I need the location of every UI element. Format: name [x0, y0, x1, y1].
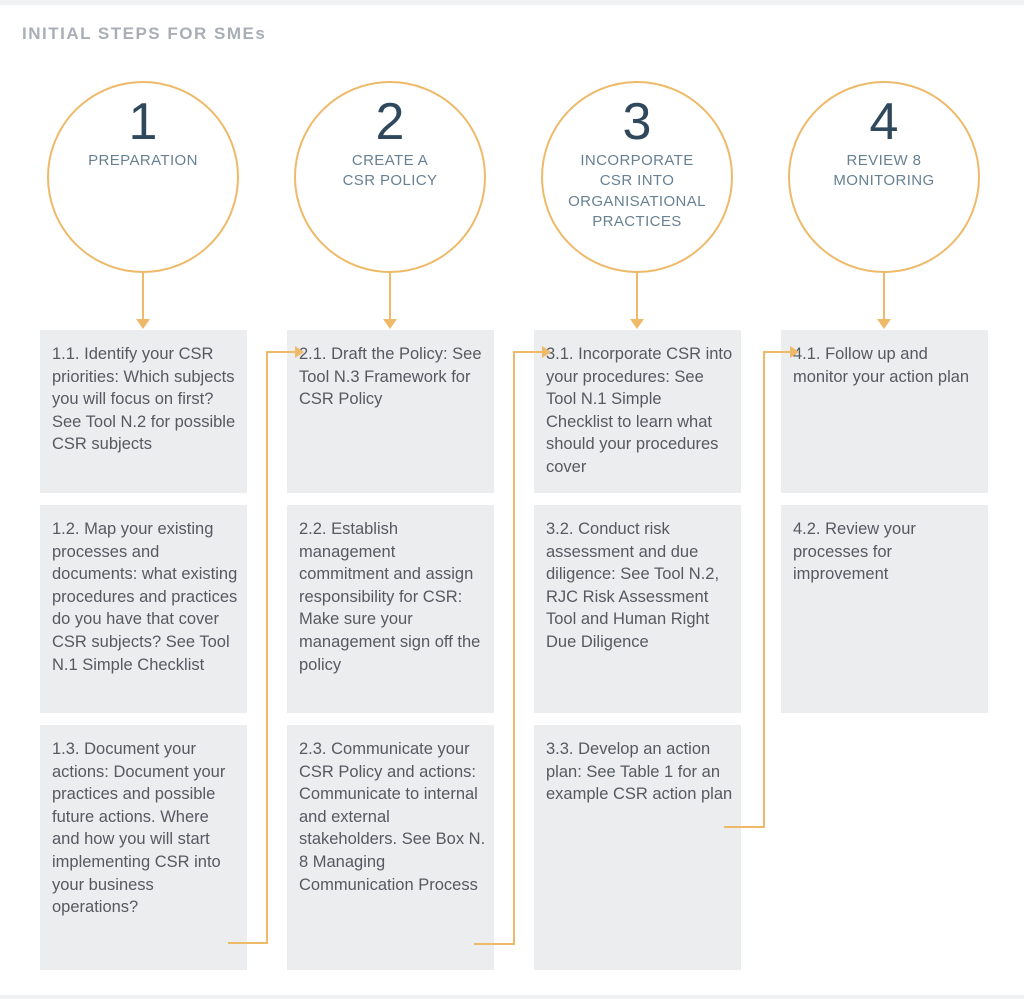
down-arrow-head-icon-4	[877, 319, 891, 329]
step-box-2-3: 2.3. Communicate your CSR Policy and act…	[287, 725, 494, 970]
step-label-2: CREATE A CSR POLICY	[342, 152, 438, 190]
step-label-3: INCORPORATE CSR INTO ORGANISATIONAL PRAC…	[568, 152, 706, 230]
step-box-1-3: 1.3. Document your actions: Document you…	[40, 725, 247, 970]
page-edge-top	[0, 0, 1024, 5]
step-circle-3: 3 INCORPORATE CSR INTO ORGANISATIONAL PR…	[541, 81, 733, 273]
right-arrow-head-icon-2	[542, 346, 551, 358]
connector-1-vertical-segment	[266, 351, 268, 944]
right-arrow-head-icon-3	[790, 346, 799, 358]
step-number-2: 2	[375, 93, 405, 151]
step-number-3: 3	[622, 93, 652, 151]
step-box-1-1: 1.1. Identify your CSR priorities: Which…	[40, 330, 247, 493]
connector-3-vertical-segment	[763, 351, 765, 828]
connector-1-bottom-segment	[228, 942, 268, 944]
step-label-1: PREPARATION	[88, 152, 198, 169]
down-arrow-head-icon-1	[136, 319, 150, 329]
step-circle-2: 2 CREATE A CSR POLICY	[294, 81, 486, 273]
page-edge-bottom	[0, 995, 1024, 999]
down-arrow-stem-1	[142, 273, 144, 319]
down-arrow-stem-4	[883, 273, 885, 319]
step-box-3-3: 3.3. Develop an action plan: See Table 1…	[534, 725, 741, 970]
down-arrow-head-icon-2	[383, 319, 397, 329]
connector-2-bottom-segment	[474, 943, 515, 945]
connector-3-top-segment	[763, 351, 791, 353]
right-arrow-head-icon-1	[295, 346, 304, 358]
step-box-2-1: 2.1. Draft the Policy: See Tool N.3 Fram…	[287, 330, 494, 493]
step-number-1: 1	[128, 93, 158, 151]
step-box-3-1: 3.1. Incorporate CSR into your procedure…	[534, 330, 741, 493]
step-box-2-2: 2.2. Establish management commitment and…	[287, 505, 494, 713]
down-arrow-head-icon-3	[630, 319, 644, 329]
step-box-1-2: 1.2. Map your existing processes and doc…	[40, 505, 247, 713]
step-circle-4: 4 REVIEW 8 MONITORING	[788, 81, 980, 273]
down-arrow-stem-3	[636, 273, 638, 319]
step-box-4-1: 4.1. Follow up and monitor your action p…	[781, 330, 988, 493]
down-arrow-stem-2	[389, 273, 391, 319]
page-title: INITIAL STEPS FOR SMEs	[22, 24, 267, 43]
connector-3-bottom-segment	[724, 826, 765, 828]
step-circle-1: 1 PREPARATION	[47, 81, 239, 273]
step-number-4: 4	[869, 93, 899, 151]
step-box-3-2: 3.2. Conduct risk assessment and due dil…	[534, 505, 741, 713]
step-label-4: REVIEW 8 MONITORING	[833, 152, 935, 190]
connector-1-top-segment	[266, 351, 296, 353]
connector-2-vertical-segment	[513, 351, 515, 945]
step-box-4-2: 4.2. Review your processes for improveme…	[781, 505, 988, 713]
connector-2-top-segment	[513, 351, 543, 353]
